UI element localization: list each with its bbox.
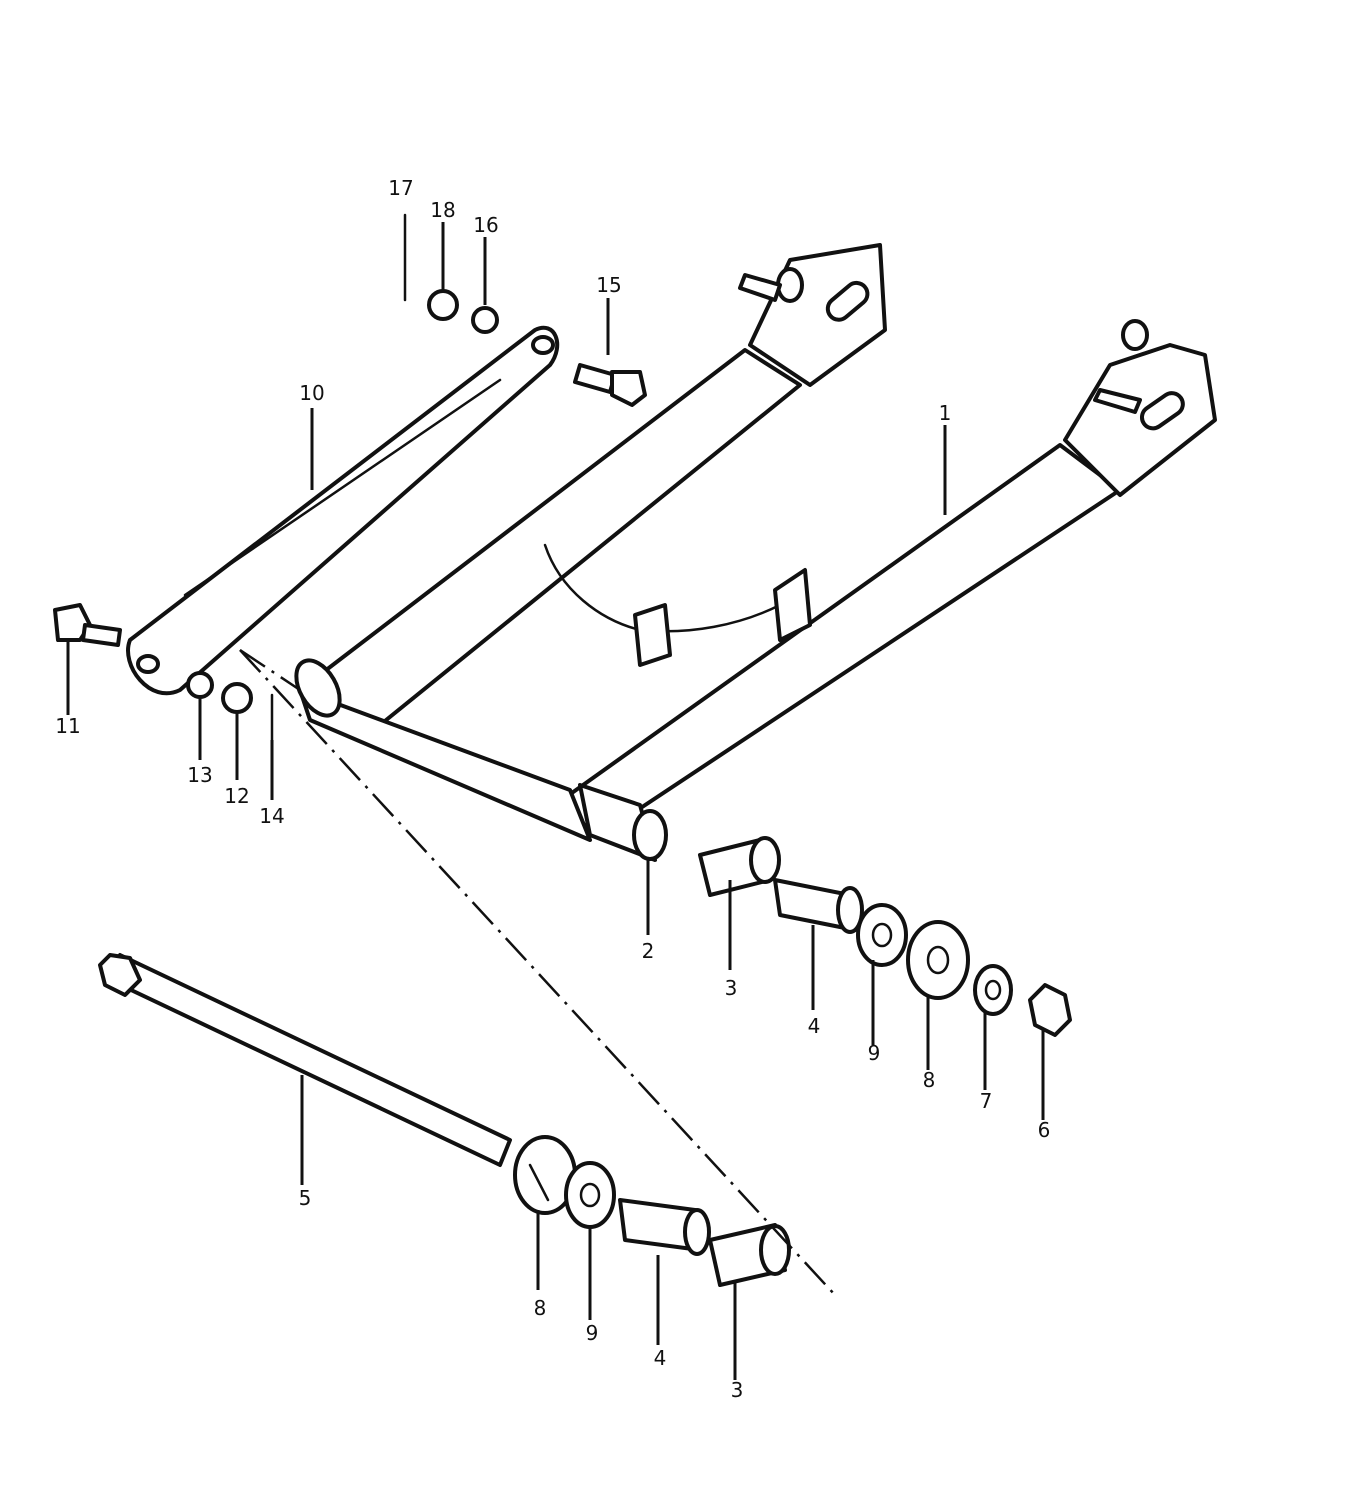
callout-13: 13 (187, 763, 212, 787)
callout-labels: 1 2 3 4 9 8 7 6 5 8 9 4 3 10 11 13 12 14… (55, 176, 1050, 1402)
bushing-stack-right (698, 836, 1072, 1037)
callout-17: 17 (388, 176, 413, 200)
assembly-guides (239, 648, 836, 1296)
hardware (53, 213, 647, 742)
callout-10: 10 (299, 381, 324, 405)
callout-4-left: 4 (654, 1346, 667, 1370)
swingarm (294, 243, 1217, 862)
callout-8-left: 8 (534, 1296, 547, 1320)
callout-15: 15 (596, 273, 621, 297)
callout-14: 14 (259, 804, 284, 828)
torque-link (126, 325, 560, 696)
callout-2: 2 (642, 939, 655, 963)
callout-18: 18 (430, 198, 455, 222)
callout-16: 16 (473, 213, 498, 237)
bushing-stack-left (513, 1135, 791, 1287)
callout-4-right: 4 (808, 1014, 821, 1038)
callout-5: 5 (299, 1186, 312, 1210)
callout-1: 1 (939, 401, 952, 425)
callout-8-right: 8 (923, 1068, 936, 1092)
callout-12: 12 (224, 784, 249, 808)
callout-3-left: 3 (731, 1378, 744, 1402)
callout-9-left: 9 (586, 1321, 599, 1345)
callout-6: 6 (1038, 1118, 1051, 1142)
callout-11: 11 (55, 714, 80, 738)
callout-9-right: 9 (868, 1041, 881, 1065)
callout-7: 7 (980, 1089, 993, 1113)
leader-lines (66, 222, 1045, 1380)
pivot-shaft (98, 953, 512, 1167)
callout-3-right: 3 (725, 976, 738, 1000)
